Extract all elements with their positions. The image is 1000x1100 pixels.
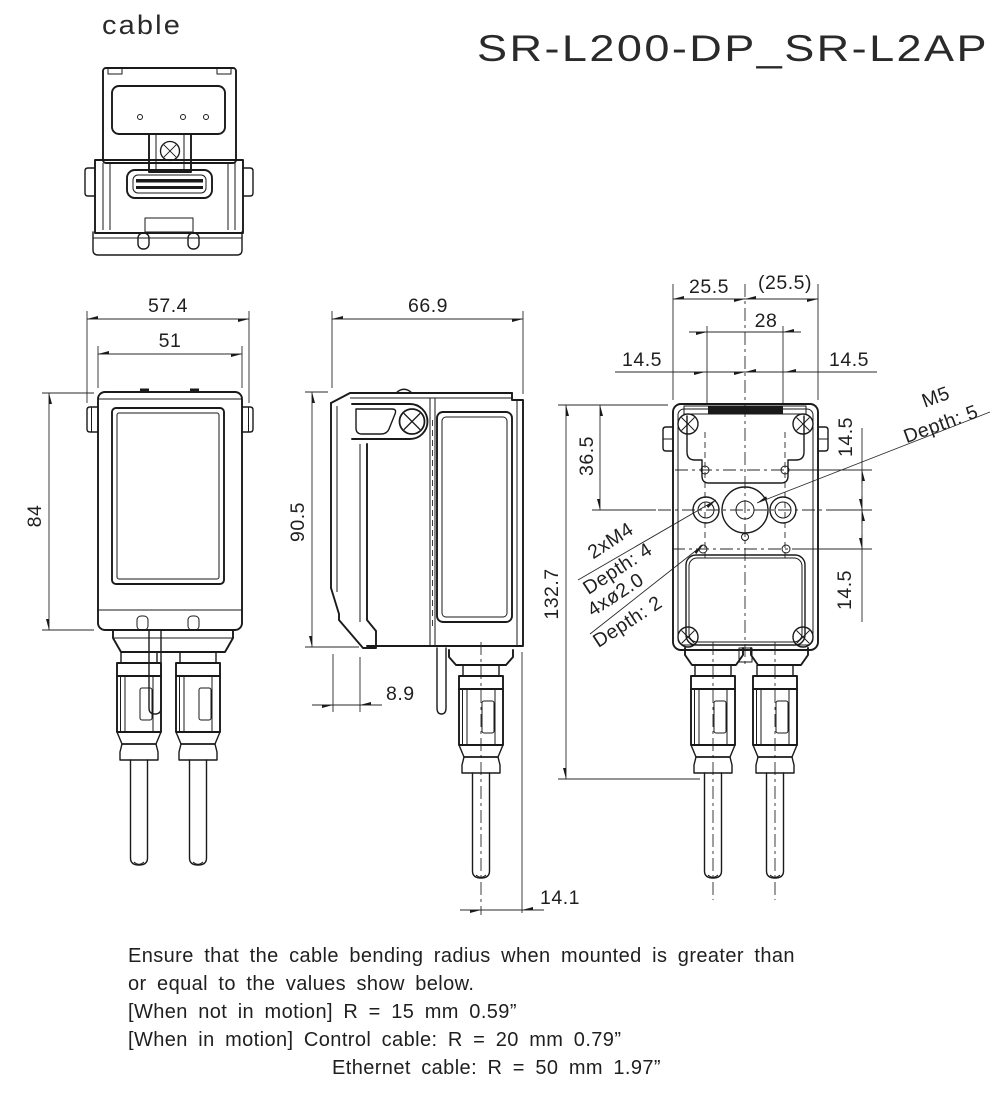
screw-icon [159, 140, 181, 162]
rear-body [672, 403, 819, 651]
side-view: 66.9 90.5 8.9 14.1 [287, 295, 580, 915]
dim-side-cable-to-front: 14.1 [540, 887, 580, 909]
front-window [111, 407, 225, 585]
note-line-3: [When not in motion] R = 15 mm 0.59” [128, 1001, 517, 1023]
rear-view: 25.5 (25.5) 28 14.5 14.5 36.5 132.7 [541, 272, 991, 900]
dim-side-overall-depth: 66.9 [408, 295, 448, 317]
dim-rear-hole-offset-left: 14.5 [622, 349, 662, 371]
notes-block: Ensure that the cable bending radius whe… [128, 945, 795, 1079]
note-line-4: [When in motion] Control cable: R = 20 m… [128, 1029, 621, 1051]
dim-front-overall-width: 57.4 [148, 295, 188, 317]
dim-side-overall-height: 90.5 [287, 502, 309, 542]
mounting-arm [351, 403, 429, 440]
dim-rear-hole-offset-bottom: 14.5 [834, 570, 856, 610]
note-line-5: Ethernet cable: R = 50 mm 1.97” [332, 1057, 661, 1079]
rear-bottom-recess [685, 554, 806, 646]
screw-icon [677, 413, 699, 435]
front-view: 57.4 51 84 [24, 295, 254, 866]
m4-hole [769, 496, 797, 524]
note-line-2: or equal to the values show below. [128, 973, 474, 995]
side-window [436, 411, 513, 623]
callout-m5-size: M5 [919, 382, 953, 412]
dim-side-bracket-protrusion: 8.9 [386, 683, 415, 705]
dim-front-body-width: 51 [159, 330, 182, 352]
cable-connector [116, 651, 162, 866]
note-line-1: Ensure that the cable bending radius whe… [128, 945, 795, 967]
dim-rear-overall-height: 132.7 [541, 568, 563, 619]
top-view: cable [84, 10, 254, 256]
screw-icon [792, 413, 814, 435]
screw-icon [792, 626, 814, 648]
dim-rear-gland-width: 28 [755, 310, 778, 332]
front-body [97, 391, 243, 631]
top-view-label: cable [102, 10, 182, 40]
dim-rear-hole-offset-top: 14.5 [835, 417, 857, 457]
m5-hole [721, 486, 769, 534]
callout-m4: 2xM4 Depth: 4 [577, 499, 717, 599]
callout-m5-depth: Depth: 5 [901, 401, 982, 448]
dim-rear-hole-offset-right: 14.5 [829, 349, 869, 371]
thin-cable [436, 647, 447, 715]
cable-connector-slot [126, 169, 213, 199]
cable-gland-opening [708, 406, 783, 414]
dim-rear-half-width-left: 25.5 [689, 276, 729, 298]
dim-rear-top-to-hole-center: 36.5 [576, 436, 598, 476]
cable-connector [175, 651, 221, 866]
callout-m5: M5 Depth: 5 [756, 382, 991, 504]
screw-icon [677, 626, 699, 648]
screw-icon [398, 408, 426, 435]
rear-top-recess [686, 415, 805, 484]
m4-hole [692, 496, 720, 524]
dim-front-body-height: 84 [24, 505, 46, 528]
top-view-window [111, 85, 226, 135]
page-title: SR-L200-DP_SR-L2AP [477, 28, 989, 69]
dim-rear-half-width-right: (25.5) [758, 272, 812, 294]
